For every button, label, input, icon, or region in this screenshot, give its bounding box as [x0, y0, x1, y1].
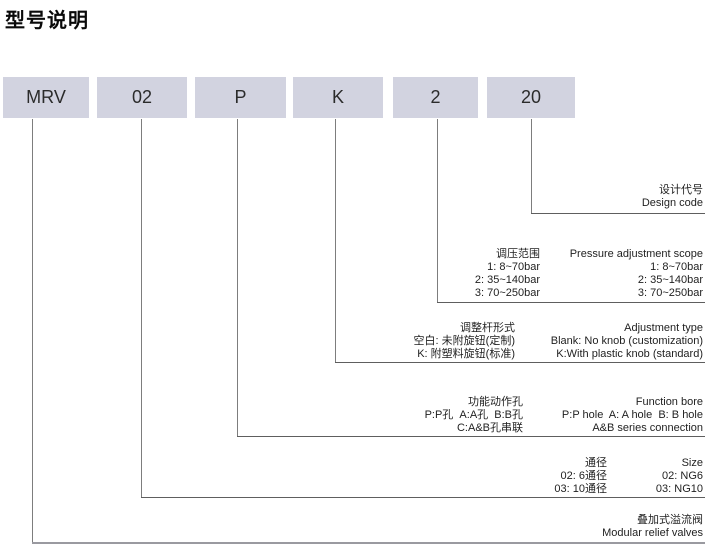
connector-line-size [141, 119, 142, 498]
adjustment-header-en: Adjustment type [624, 322, 703, 334]
section-size: 通径 Size 02: 6通径 02: NG6 03: 10通径 03: NG1… [554, 457, 703, 496]
pressure-row-2-en: 2: 35~140bar [637, 274, 703, 286]
pressure-row-3: 3: 70~250bar 3: 70~250bar [475, 287, 703, 300]
pressure-row-1-cn: 1: 8~70bar [487, 261, 540, 273]
underline-size [141, 497, 705, 498]
size-header-en: Size [681, 457, 703, 469]
section-design-code: 设计代号 Design code [642, 184, 703, 210]
page-title: 型号说明 [5, 10, 89, 32]
underline-product [32, 542, 705, 544]
size-row-2-en: 03: NG10 [655, 483, 703, 495]
size-header-cn: 通径 [585, 457, 607, 469]
function-row-1: P:P孔 A:A孔 B:B孔 P:P hole A: A hole B: B h… [425, 409, 703, 422]
function-header: 功能动作孔 Function bore [425, 396, 703, 409]
product-label-en: Modular relief valves [602, 527, 703, 539]
underline-pressure [437, 302, 705, 303]
design-code-label-cn: 设计代号 [659, 184, 703, 196]
function-row-1-en: P:P hole A: A hole B: B hole [561, 409, 703, 421]
pressure-row-1: 1: 8~70bar 1: 8~70bar [475, 261, 703, 274]
underline-design-code [531, 213, 705, 214]
product-label-cn: 叠加式溢流阀 [637, 514, 703, 526]
connector-line-adjustment [335, 119, 336, 363]
function-row-2: C:A&B孔串联 A&B series connection [425, 422, 703, 435]
function-row-2-cn: C:A&B孔串联 [456, 422, 523, 434]
adjustment-row-1-cn: 空白: 未附旋钮(定制) [413, 335, 515, 347]
size-row-1-en: 02: NG6 [662, 470, 703, 482]
function-row-2-en: A&B series connection [592, 422, 703, 434]
pressure-header-cn: 调压范围 [496, 248, 540, 260]
section-function-bore: 功能动作孔 Function bore P:P孔 A:A孔 B:B孔 P:P h… [425, 396, 703, 435]
pressure-row-1-en: 1: 8~70bar [650, 261, 703, 273]
adjustment-row-2: K: 附塑料旋钮(标准) K:With plastic knob (standa… [414, 348, 703, 361]
model-code-box-mrv: MRV [3, 77, 89, 118]
connector-line-mrv [32, 119, 33, 543]
function-header-en: Function bore [635, 396, 703, 408]
section-pressure: 调压范围 Pressure adjustment scope 1: 8~70ba… [475, 248, 703, 300]
model-code-box-design: 20 [487, 77, 575, 118]
connector-line-function [237, 119, 238, 437]
function-header-cn: 功能动作孔 [468, 396, 523, 408]
adjustment-row-2-en: K:With plastic knob (standard) [556, 348, 703, 360]
section-product: 叠加式溢流阀 Modular relief valves [602, 514, 703, 540]
size-row-1-cn: 02: 6通径 [560, 470, 607, 482]
pressure-row-2-cn: 2: 35~140bar [474, 274, 540, 286]
model-code-box-adjustment: K [293, 77, 383, 118]
size-row-2: 03: 10通径 03: NG10 [554, 483, 703, 496]
underline-adjustment [335, 362, 705, 363]
size-row-1: 02: 6通径 02: NG6 [554, 470, 703, 483]
function-row-1-cn: P:P孔 A:A孔 B:B孔 [424, 409, 523, 421]
adjustment-row-1-en: Blank: No knob (customization) [550, 335, 703, 347]
connector-line-pressure [437, 119, 438, 303]
pressure-header: 调压范围 Pressure adjustment scope [475, 248, 703, 261]
section-adjustment: 调整杆形式 Adjustment type 空白: 未附旋钮(定制) Blank… [414, 322, 703, 361]
adjustment-header: 调整杆形式 Adjustment type [414, 322, 703, 335]
model-code-box-pressure: 2 [393, 77, 478, 118]
size-header: 通径 Size [554, 457, 703, 470]
design-code-label-en: Design code [641, 197, 703, 209]
model-code-box-function: P [195, 77, 286, 118]
pressure-header-en: Pressure adjustment scope [569, 248, 703, 260]
connector-line-design [531, 119, 532, 213]
model-code-box-size: 02 [97, 77, 187, 118]
adjustment-header-cn: 调整杆形式 [460, 322, 515, 334]
size-row-2-cn: 03: 10通径 [554, 483, 607, 495]
adjustment-row-2-cn: K: 附塑料旋钮(标准) [417, 348, 515, 360]
pressure-row-2: 2: 35~140bar 2: 35~140bar [475, 274, 703, 287]
pressure-row-3-cn: 3: 70~250bar [474, 287, 540, 299]
underline-function [237, 436, 705, 437]
adjustment-row-1: 空白: 未附旋钮(定制) Blank: No knob (customizati… [414, 335, 703, 348]
pressure-row-3-en: 3: 70~250bar [637, 287, 703, 299]
